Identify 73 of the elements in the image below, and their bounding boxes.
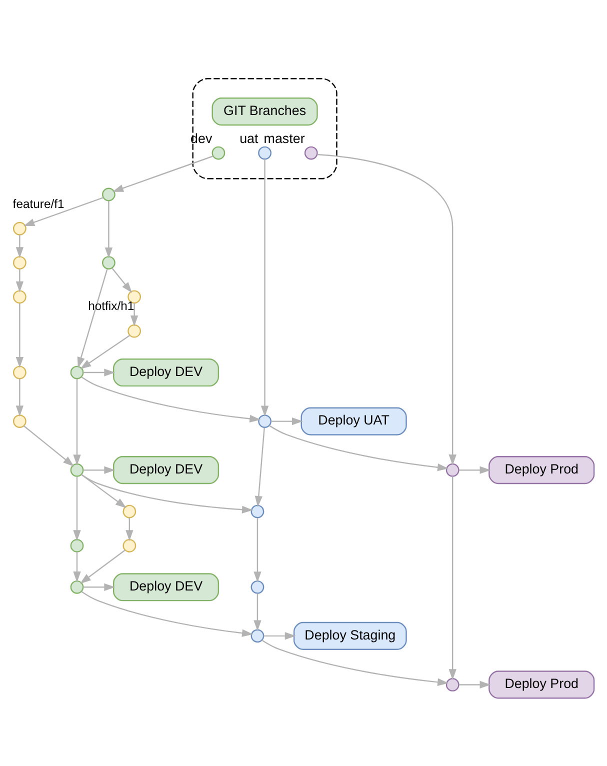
arrow <box>16 268 24 292</box>
arrow <box>81 376 261 422</box>
node-box: Deploy DEV <box>112 358 220 386</box>
arrow <box>271 416 303 425</box>
arrow <box>83 368 116 376</box>
arrow <box>81 474 254 513</box>
node-circle <box>250 628 264 642</box>
node-circle <box>122 504 136 518</box>
node-label: uat <box>240 130 258 146</box>
node-circle <box>70 365 84 379</box>
arrow <box>16 302 24 368</box>
arrow <box>448 476 456 680</box>
arrow <box>81 474 126 508</box>
arrow <box>130 302 138 326</box>
arrow <box>112 155 214 192</box>
arrow <box>268 424 449 471</box>
arrow <box>254 427 265 507</box>
arrow <box>254 518 262 582</box>
arrow <box>77 268 108 368</box>
arrow <box>81 590 253 636</box>
arrow <box>262 639 449 686</box>
node-circle <box>250 504 264 518</box>
node-circle <box>212 146 226 160</box>
node-box: Deploy DEV <box>112 572 220 601</box>
node-box: Deploy Prod <box>488 670 595 698</box>
node-circle <box>102 187 116 201</box>
edge-label: hotfix/h1 <box>88 298 134 313</box>
arrow <box>16 234 24 258</box>
node-circle <box>102 256 116 269</box>
node-circle <box>70 580 84 594</box>
arrow <box>260 158 269 416</box>
node-circle <box>258 414 272 428</box>
arrow <box>80 334 130 369</box>
node-box: Deploy Prod <box>488 456 595 484</box>
arrow <box>126 517 134 541</box>
arrow <box>264 632 296 640</box>
node-circle <box>12 221 26 235</box>
node-circle <box>70 462 84 476</box>
cluster <box>192 78 338 179</box>
node-circle <box>258 146 272 160</box>
node-circle <box>122 538 136 552</box>
arrow <box>73 476 81 541</box>
arrow <box>254 592 262 631</box>
node-circle <box>12 365 26 379</box>
node-box: GIT Branches <box>212 97 318 126</box>
node-circle <box>12 290 26 304</box>
arrow <box>73 378 81 466</box>
node-label: dev <box>190 130 212 146</box>
edge-label: feature/f1 <box>12 196 64 210</box>
arrow <box>73 552 81 582</box>
node-circle <box>128 324 142 338</box>
arrow <box>23 424 74 466</box>
node-circle <box>12 414 26 428</box>
node-box: Deploy Staging <box>293 621 407 650</box>
node-box: Deploy DEV <box>112 456 220 484</box>
node-circle <box>446 678 460 691</box>
arrow <box>24 196 104 226</box>
arrow <box>83 466 116 474</box>
node-box: Deploy UAT <box>300 406 407 435</box>
node-label: master <box>264 130 305 146</box>
arrow <box>80 549 126 584</box>
arrow <box>317 153 456 466</box>
arrow <box>458 466 491 474</box>
arrow <box>104 200 113 258</box>
node-circle <box>304 146 318 160</box>
arrow <box>458 680 491 688</box>
node-circle <box>70 538 84 552</box>
node-circle <box>250 580 264 594</box>
arrow <box>16 378 24 416</box>
arrow <box>83 582 116 590</box>
arrow <box>112 268 132 292</box>
node-circle <box>12 256 26 269</box>
node-circle <box>446 462 460 476</box>
